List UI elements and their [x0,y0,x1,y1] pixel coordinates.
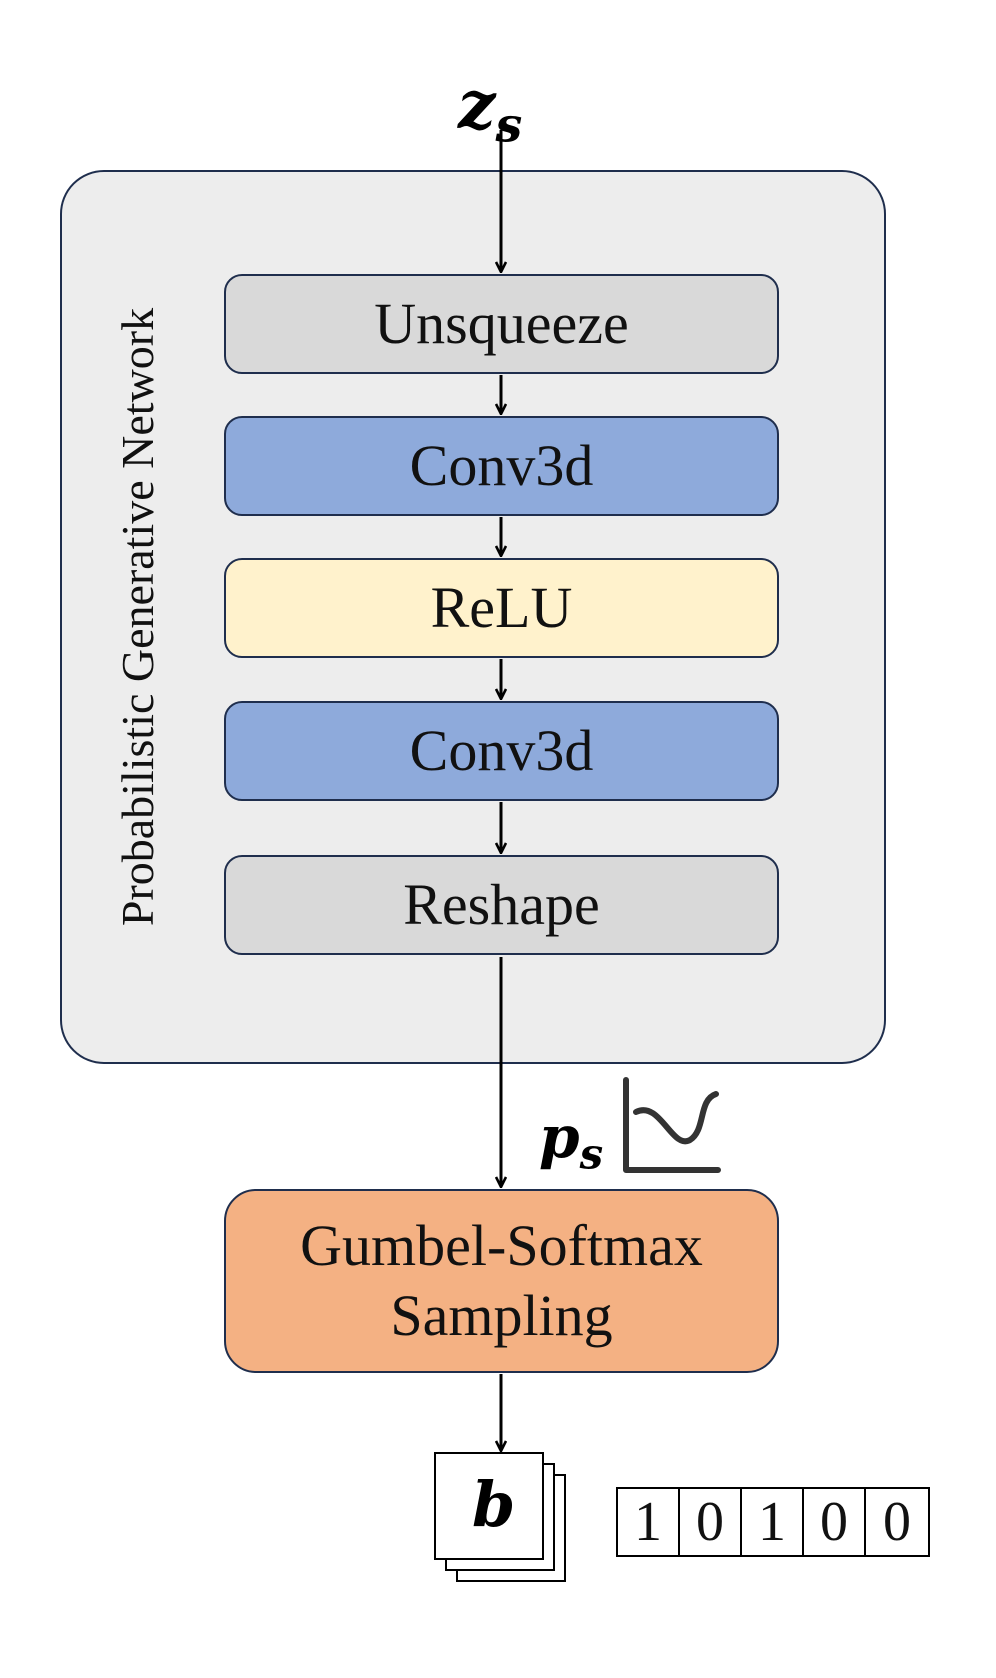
reshape-block: Reshape [224,855,779,955]
bit-cell: 1 [742,1489,804,1555]
unsqueeze-block: Unsqueeze [224,274,779,374]
sampler-line-1: Gumbel-Softmax [300,1213,703,1279]
relu-label: ReLU [430,575,573,640]
stack-card-front [434,1452,544,1560]
sampler-line-2: Sampling [390,1283,613,1348]
bit-cell: 0 [883,1491,911,1553]
conv3d-block-1: Conv3d [224,416,779,516]
output-symbol-b: b [472,1468,516,1541]
unsqueeze-label: Unsqueeze [374,291,629,356]
bit-cell: 1 [618,1489,680,1555]
relu-block: ReLU [224,558,779,658]
conv3d-label-2: Conv3d [409,718,594,783]
conv3d-label-1: Conv3d [409,433,594,498]
gumbel-softmax-sampling-block: Gumbel-Softmax Sampling [224,1189,779,1373]
prob-symbol-base: p [539,1103,580,1171]
reshape-label: Reshape [403,872,600,937]
conv3d-block-2: Conv3d [224,701,779,801]
bit-cell: 0 [680,1489,742,1555]
stacked-pages-icon: b [434,1452,570,1582]
bit-cell: 0 [804,1489,866,1555]
prob-symbol-sub: s [579,1129,604,1179]
input-symbol-base: z [458,66,496,144]
input-symbol-zs: zs [458,72,522,150]
distribution-curve-icon [623,1077,721,1173]
binary-mask-vector: 1 0 1 0 0 [616,1487,930,1557]
prob-symbol-ps: ps [539,1108,603,1175]
